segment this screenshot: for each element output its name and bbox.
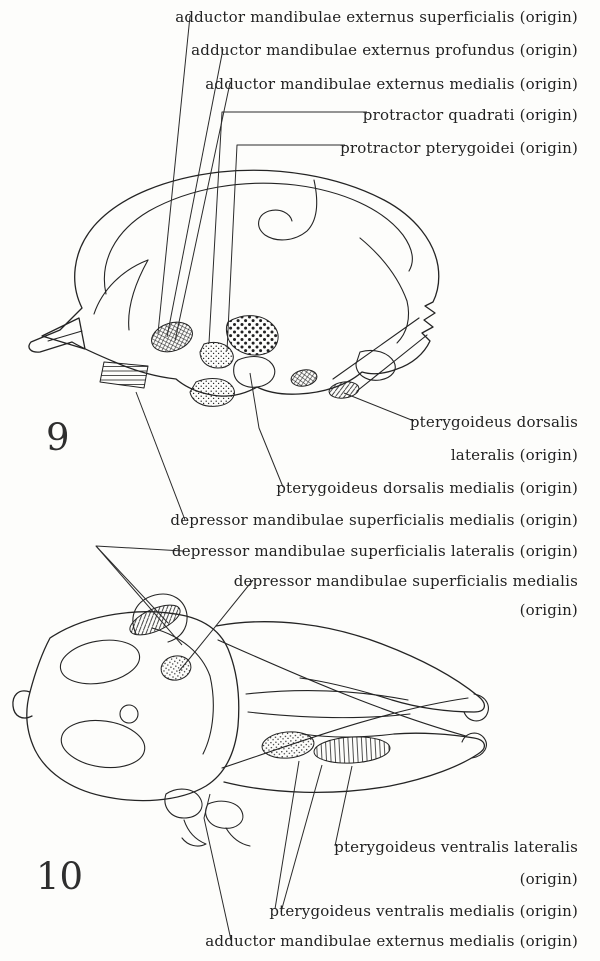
fig10-cranium-inner-arc [151, 627, 214, 755]
patch-pterygoideus-ventralis-medialis-origin [261, 731, 315, 759]
leader-pterygoideus-dorsalis-lateralis [343, 392, 415, 422]
patch-pterygoideus-dorsalis-medialis-origin [290, 369, 318, 387]
leader-pterygoideus-ventralis-lateralis [334, 765, 353, 847]
fig10-fenestra-lower [60, 719, 146, 769]
patch-depressor-medialis-origin-fig10 [160, 655, 192, 681]
leader-depressor-medialis-fig10 [178, 579, 254, 672]
fig9-orbit-arc-2 [128, 259, 149, 331]
fig10-jugal-bar-lower [221, 697, 469, 769]
label-adductor-mandibulae-externus-profundus-origin: adductor mandibulae externus profundus (… [191, 41, 578, 59]
fig10-cranium-outline [26, 611, 240, 802]
label-depressor-mandibulae-superficialis-medialis-origin: depressor mandibulae superficialis media… [170, 511, 578, 529]
fig10-retroarticular-hook-1 [181, 819, 207, 847]
fig10-pterygoid-line-1 [245, 690, 409, 701]
label-adductor-mandibulae-externus-medialis-origin: adductor mandibulae externus medialis (o… [205, 75, 578, 93]
label-pterygoideus-ventralis-medialis-origin: pterygoideus ventralis medialis (origin) [269, 902, 578, 920]
figure9-number: 9 [46, 416, 70, 459]
leader-protractor-quadrati [208, 111, 367, 344]
fig9-orbit-arc [93, 259, 149, 315]
patch-depressor-origin [99, 361, 149, 389]
leader-depressor-lateralis-b [95, 545, 183, 646]
leader-pterygoideus-ventralis-medialis-a [274, 760, 300, 910]
fig9-cerebral-hook [258, 179, 318, 241]
patch-protractor-origin [199, 341, 234, 369]
fig9-paroccipital-line [332, 317, 420, 380]
leader-adductor-profundus [166, 48, 224, 338]
patch-pterygoideus-ventralis-lateralis-origin [313, 736, 391, 764]
label-protractor-quadrati-origin: protractor quadrati (origin) [362, 106, 578, 124]
fig10-right-tip-lower [461, 732, 487, 759]
fig10-articular-blob-2 [205, 800, 244, 829]
label-adductor-mandibulae-externus-superficialis-origin: adductor mandibulae externus superficial… [175, 8, 578, 26]
fig10-foramen [119, 704, 139, 724]
leader-adductor-superficialis [157, 15, 191, 334]
fig9-beak-triangle [41, 317, 86, 350]
fig9-beak-inner-line [47, 330, 83, 342]
fig10-retroarticular-hook-2 [225, 827, 251, 847]
leader-depressor-medialis-fig9 [135, 391, 186, 521]
label-fig10-depressor-mandibulae-superficialis-medialis-line2: (origin) [519, 601, 578, 619]
fig10-fenestra-upper [59, 639, 141, 685]
patch-adductor-superficialis-origin [151, 321, 193, 353]
fig9-quadrate-outline [355, 349, 396, 381]
patch-depressor-lateralis-origin-fig10 [129, 604, 181, 636]
label-pterygoideus-dorsalis-lateralis-line2: lateralis (origin) [450, 446, 578, 464]
patch-adductor-medialis-origin [189, 378, 235, 407]
figure10-skull-ventral-drawing [12, 593, 489, 847]
fig10-articular-blob-1 [164, 788, 203, 819]
label-fig10-depressor-mandibulae-superficialis-medialis-line1: depressor mandibulae superficialis media… [233, 572, 578, 590]
leader-lines [95, 15, 415, 941]
patch-adductor-profundus-origin [226, 315, 279, 356]
label-protractor-pterygoidei-origin: protractor pterygoidei (origin) [340, 139, 578, 157]
label-depressor-mandibulae-superficialis-lateralis-origin: depressor mandibulae superficialis later… [171, 542, 578, 560]
fig9-articular-outline [233, 355, 276, 388]
label-pterygoideus-ventralis-lateralis-line1: pterygoideus ventralis lateralis [334, 838, 578, 856]
leader-pterygoideus-ventralis-medialis-b [280, 764, 323, 913]
label-pterygoideus-dorsalis-medialis-origin: pterygoideus dorsalis medialis (origin) [276, 479, 578, 497]
figure10-number: 10 [36, 855, 84, 898]
fig9-temporal-line [359, 237, 408, 302]
label-pterygoideus-ventralis-lateralis-line2: (origin) [519, 870, 578, 888]
fig10-jugal-bar-upper [217, 639, 467, 737]
fig10-right-tip-upper [463, 693, 489, 722]
fig9-braincase-line [103, 182, 413, 295]
fig9-temporal-line-2 [396, 300, 410, 344]
fig9-skull-outline [28, 169, 440, 397]
patch-pterygoideus-dorsalis-lateralis-origin [328, 381, 360, 399]
figure9-skull-lateral-drawing [28, 169, 440, 407]
label-fig10-adductor-mandibulae-externus-medialis-origin: adductor mandibulae externus medialis (o… [205, 932, 578, 950]
fig9-paroccipital-line-2 [356, 334, 428, 392]
fig10-pterygoid-line-2 [247, 711, 411, 719]
leader-adductor-medialis-fig10 [203, 793, 232, 941]
leader-protractor-pterygoidei [226, 144, 345, 352]
fig10-lower-jaw-arm [223, 732, 485, 794]
fig10-upper-jaw-arm [215, 621, 485, 713]
fig10-beak-nub [12, 690, 33, 719]
label-pterygoideus-dorsalis-lateralis-line1: pterygoideus dorsalis [409, 413, 578, 431]
fig10-quadrate-structure [132, 593, 188, 643]
leader-pterygoideus-dorsalis-medialis [249, 372, 284, 488]
